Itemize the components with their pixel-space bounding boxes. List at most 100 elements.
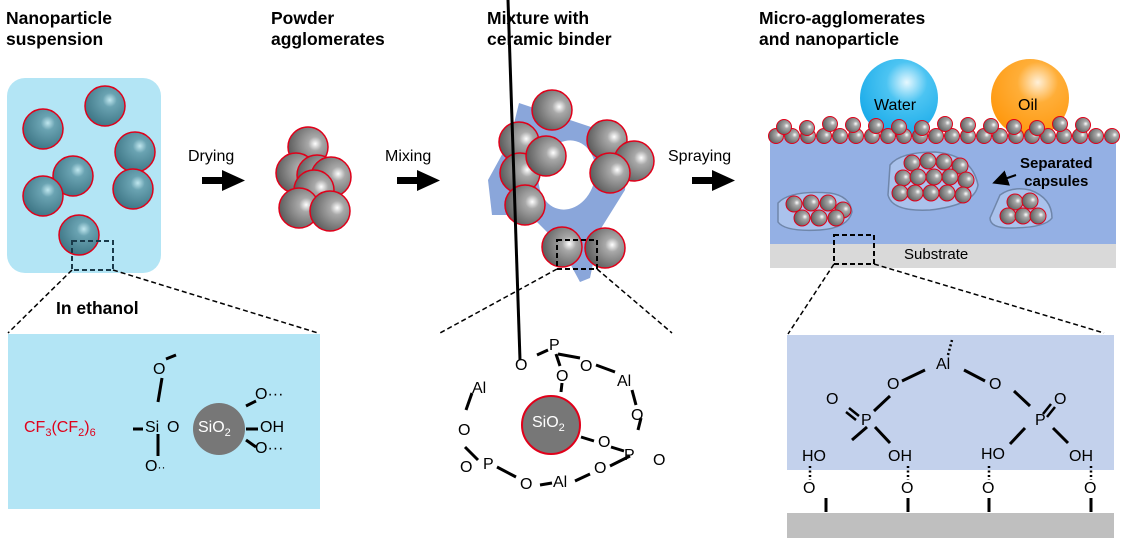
- chem1-o-upper-right: O···: [255, 386, 283, 404]
- stage-4-title: Micro-agglomerates and nanoparticle: [759, 8, 925, 50]
- capsule-label: Separated capsules: [1020, 155, 1093, 191]
- chem2-sio2-core: [521, 395, 581, 455]
- gray-nanoparticle: [309, 190, 351, 232]
- stage-2-title: Powder agglomerates: [271, 8, 385, 50]
- surface-nanoparticles: [768, 116, 1120, 144]
- capsule-nanoparticle: [1029, 207, 1047, 225]
- capsule-label-line1: Separated: [1020, 155, 1093, 172]
- chem2-p-top: P: [549, 337, 560, 354]
- chem2-core-sub: 2: [558, 422, 565, 435]
- substrate-label: Substrate: [904, 246, 969, 263]
- surface-nanoparticle: [776, 119, 792, 135]
- chem1-o-lr: O: [255, 440, 268, 457]
- capsule-nanoparticle: [935, 153, 953, 171]
- chem3-o-left: O: [887, 376, 900, 393]
- chem2-p-right: P: [624, 447, 635, 464]
- capsule-nanoparticle: [938, 184, 956, 202]
- gray-nanoparticle: [531, 89, 573, 131]
- surface-nanoparticle: [960, 117, 976, 133]
- capsule-nanoparticle: [925, 168, 943, 186]
- zoom-line-3b: [873, 263, 1105, 334]
- arrow-drying: [202, 170, 245, 191]
- chem3-oh-1: OH: [888, 448, 912, 465]
- arrow-mixing: [397, 170, 440, 191]
- teal-nanoparticle: [22, 175, 64, 217]
- stage-3-title: Mixture with ceramic binder: [487, 8, 612, 50]
- chem3-p-right: P: [1035, 412, 1046, 429]
- chem1-chain-cf: CF: [24, 419, 46, 436]
- chem1-si: Si: [145, 419, 160, 436]
- water-label: Water: [874, 97, 917, 114]
- chem3-double-bonds: [845, 403, 1056, 421]
- chem3-p-left: P: [861, 412, 872, 429]
- chem1-dots-ur: ···: [267, 386, 284, 403]
- surface-nanoparticle: [914, 120, 930, 136]
- zoom-line-2a: [439, 268, 558, 334]
- zoom-box-1: [71, 240, 114, 271]
- surface-nanoparticle: [822, 116, 838, 132]
- chem1-sub-6: 6: [89, 427, 96, 440]
- chem1-dots-lr: ···: [267, 440, 284, 457]
- chem3-bonds: [824, 368, 1093, 512]
- chem3-o-surf-1: O: [803, 480, 816, 497]
- surface-nanoparticle: [845, 117, 861, 133]
- stage-1-title: Nanoparticle suspension: [6, 8, 112, 50]
- capsule-label-line2: capsules: [1024, 173, 1089, 190]
- capsule-nanoparticle: [999, 207, 1017, 225]
- chem3-o-dbl-left: O: [826, 391, 839, 408]
- chem3-o-dbl-right: O: [1054, 391, 1067, 408]
- chem2-o-2: O: [580, 358, 593, 375]
- chem1-o-top: O: [153, 361, 166, 378]
- chem2-o-9: O: [520, 476, 533, 493]
- chem2-p-left: P: [483, 456, 494, 473]
- capsule-nanoparticle: [909, 168, 927, 186]
- capsule-nanoparticle: [1021, 192, 1039, 210]
- capsule-nanoparticle: [819, 194, 837, 212]
- zoom-line-1b: [112, 269, 319, 334]
- zoom-box-2: [556, 239, 598, 270]
- chem-panel-3: [787, 335, 1114, 470]
- capsule-nanoparticle: [941, 168, 959, 186]
- teal-nanoparticle: [84, 85, 126, 127]
- capsule-nanoparticle: [793, 209, 811, 227]
- binder-particles: [498, 89, 655, 269]
- surface-nanoparticle: [1040, 128, 1056, 144]
- surface-nanoparticle: [983, 118, 999, 134]
- chem3-ho-2: HO: [981, 446, 1005, 463]
- chem2-al-left: Al: [472, 380, 487, 397]
- chem3-o-right: O: [989, 376, 1002, 393]
- capsule-arrow: [992, 170, 1017, 186]
- capsule-nanoparticle: [891, 184, 909, 202]
- capsule-nanoparticle: [957, 171, 975, 189]
- surface-nanoparticle: [992, 128, 1008, 144]
- medium-label: In ethanol: [56, 298, 139, 318]
- surface-nanoparticle: [1029, 120, 1045, 136]
- chem1-fluoro-chain: CF3(CF2)6: [24, 419, 96, 439]
- step-spraying-label: Spraying: [668, 148, 732, 165]
- gray-nanoparticle: [504, 184, 546, 226]
- capsule-nanoparticle: [1014, 207, 1032, 225]
- chem2-al-bottom: Al: [553, 474, 568, 491]
- chem1-o-bridge: O: [167, 419, 180, 436]
- gray-nanoparticle: [541, 226, 583, 268]
- capsule-nanoparticle: [810, 209, 828, 227]
- chem2-bonds: [463, 0, 643, 487]
- surface-nanoparticle: [868, 118, 884, 134]
- chem3-o-surf-3: O: [982, 480, 995, 497]
- chem2-o-6: O: [598, 434, 611, 451]
- surface-nanoparticle: [928, 128, 944, 144]
- surface-nanoparticle: [1006, 119, 1022, 135]
- capsule-nanoparticle: [1006, 193, 1024, 211]
- capsule-nanoparticle: [906, 184, 924, 202]
- water-droplet: [860, 59, 938, 137]
- oil-droplet: [991, 59, 1069, 137]
- chem2-core-text: SiO: [532, 414, 559, 431]
- gray-nanoparticle: [525, 135, 567, 177]
- chem3-ho-1: HO: [802, 448, 826, 465]
- surface-nanoparticle: [832, 128, 848, 144]
- surface-nanoparticle: [891, 119, 907, 135]
- capsule-nanoparticle: [827, 209, 845, 227]
- chem1-o: O: [145, 458, 158, 475]
- capsule-nanoparticle: [919, 152, 937, 170]
